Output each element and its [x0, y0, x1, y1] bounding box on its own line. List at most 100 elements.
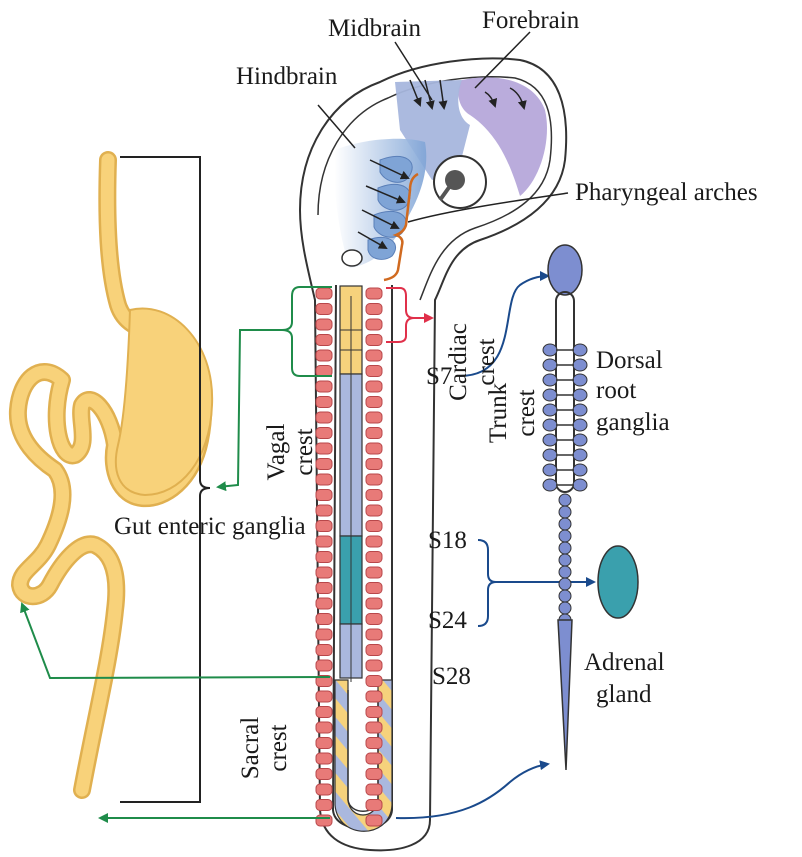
- somite: [316, 366, 332, 377]
- label-s28: S28: [432, 663, 471, 690]
- adrenal-gland: [598, 546, 638, 618]
- somite: [316, 505, 332, 516]
- somite: [366, 521, 382, 532]
- drg-ganglion: [543, 344, 557, 356]
- drg-ganglion: [573, 434, 587, 446]
- somite: [316, 443, 332, 454]
- sympathetic-ganglion: [559, 530, 571, 542]
- somite: [366, 536, 382, 547]
- somite: [366, 614, 382, 625]
- somite: [316, 722, 332, 733]
- somite: [366, 815, 382, 826]
- somite: [316, 691, 332, 702]
- drg-ganglion: [573, 389, 587, 401]
- somite: [366, 800, 382, 811]
- somite: [366, 459, 382, 470]
- label-trunk-crest-2: crest: [513, 389, 540, 436]
- somite: [366, 412, 382, 423]
- somite: [316, 815, 332, 826]
- drg-ganglion: [573, 344, 587, 356]
- label-drg-1: Dorsal: [596, 347, 663, 374]
- somite: [316, 412, 332, 423]
- somite: [316, 381, 332, 392]
- somite: [366, 660, 382, 671]
- drg-ganglion: [543, 419, 557, 431]
- drg-beads: [543, 344, 587, 626]
- drg-ganglion: [543, 359, 557, 371]
- label-s18: S18: [428, 527, 467, 554]
- somite: [366, 753, 382, 764]
- sympathetic-ganglion: [559, 506, 571, 518]
- somite: [366, 490, 382, 501]
- sympathetic-ganglion: [559, 590, 571, 602]
- somite: [366, 691, 382, 702]
- sympathetic-ganglion: [559, 518, 571, 530]
- somite: [316, 536, 332, 547]
- label-adrenal-1: Adrenal: [584, 649, 665, 676]
- sympathetic-ganglion: [559, 602, 571, 614]
- drg-ganglion: [573, 479, 587, 491]
- somite: [366, 784, 382, 795]
- somite: [316, 598, 332, 609]
- somite: [316, 428, 332, 439]
- sympathetic-ganglion: [559, 566, 571, 578]
- somite: [366, 366, 382, 377]
- label-sacral-crest-2: crest: [265, 724, 292, 771]
- somite: [316, 738, 332, 749]
- somites-right: [366, 288, 382, 826]
- somite: [316, 397, 332, 408]
- label-trunk-crest-1: Trunk: [485, 382, 512, 443]
- somite: [366, 629, 382, 640]
- somite: [366, 707, 382, 718]
- somite: [366, 598, 382, 609]
- somite: [316, 319, 332, 330]
- somite: [366, 397, 382, 408]
- sympathetic-ganglion: [559, 542, 571, 554]
- somite: [366, 676, 382, 687]
- sympathetic-taper: [558, 620, 572, 770]
- somite: [366, 319, 382, 330]
- somite: [366, 722, 382, 733]
- label-gut-enteric-ganglia: Gut enteric ganglia: [114, 513, 306, 540]
- label-s24: S24: [428, 607, 467, 634]
- somites-left: [316, 288, 332, 826]
- somite: [316, 583, 332, 594]
- drg-ganglion: [573, 464, 587, 476]
- label-vagal-crest-2: crest: [291, 428, 318, 475]
- label-midbrain: Midbrain: [328, 15, 422, 42]
- somite: [366, 304, 382, 315]
- gut: [18, 160, 212, 790]
- drg-ganglion: [543, 389, 557, 401]
- drg-ganglion: [543, 464, 557, 476]
- somite: [366, 645, 382, 656]
- somite: [316, 753, 332, 764]
- somite: [316, 660, 332, 671]
- drg-ganglion: [573, 449, 587, 461]
- label-drg-3: ganglia: [596, 409, 670, 436]
- drg-ganglion: [573, 419, 587, 431]
- label-cardiac-crest-2: crest: [473, 338, 500, 385]
- somite: [366, 428, 382, 439]
- somite: [316, 614, 332, 625]
- somite: [366, 335, 382, 346]
- somite: [366, 552, 382, 563]
- drg-ganglion: [543, 374, 557, 386]
- sympathetic-ganglion: [559, 554, 571, 566]
- somite: [316, 567, 332, 578]
- somite: [316, 350, 332, 361]
- somite: [316, 304, 332, 315]
- somite: [316, 474, 332, 485]
- sympathetic-ganglion: [559, 578, 571, 590]
- somite: [316, 784, 332, 795]
- sympathetic-ganglion: [559, 494, 571, 506]
- label-vagal-crest-1: Vagal: [263, 423, 290, 480]
- label-adrenal-2: gland: [596, 681, 652, 708]
- label-sacral-crest-1: Sacral: [237, 717, 264, 780]
- drg-ganglion: [543, 404, 557, 416]
- somite: [366, 474, 382, 485]
- label-pharyngeal-arches: Pharyngeal arches: [575, 179, 758, 206]
- somite: [316, 335, 332, 346]
- somite: [316, 769, 332, 780]
- somite: [316, 521, 332, 532]
- somite: [316, 490, 332, 501]
